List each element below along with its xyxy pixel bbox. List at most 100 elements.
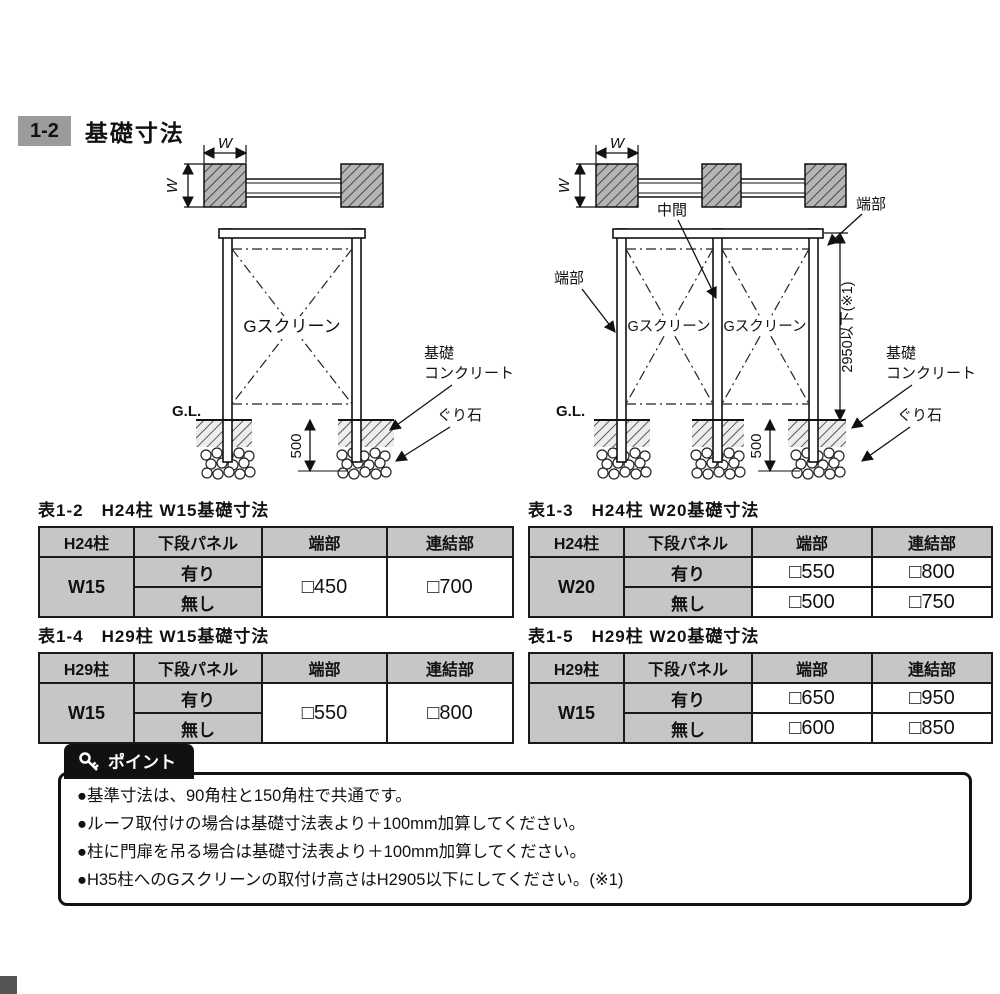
- panel-no-cell: 無し: [623, 586, 753, 618]
- panel-no-cell: 無し: [133, 712, 263, 744]
- points-box: ●基準寸法は、90角柱と150角柱で共通です。 ●ルーフ取付けの場合は基礎寸法表…: [58, 772, 972, 906]
- point-item: ●ルーフ取付けの場合は基礎寸法表より＋100mm加算してください。: [77, 815, 586, 834]
- foundation-concrete-right: [338, 420, 394, 447]
- footing-plan-left: [595, 163, 639, 208]
- diagram-double-panel: W W: [554, 135, 976, 480]
- dim-w-side: W: [556, 177, 573, 193]
- joint-value-cell: □750: [871, 586, 993, 618]
- dim-w-side: W: [164, 177, 181, 193]
- dim-depth-500: 500: [748, 433, 765, 458]
- panel-yes-cell: 有り: [133, 556, 263, 588]
- ground-level-label: G.L.: [556, 403, 585, 420]
- end-post-label-left: 端部: [554, 270, 584, 287]
- col-header: 端部: [261, 652, 388, 684]
- col-header: 端部: [261, 526, 388, 558]
- col-header: H29柱: [528, 652, 625, 684]
- col-header: H24柱: [38, 526, 135, 558]
- rubble-label: ぐり石: [897, 407, 942, 424]
- screen-label-2: Gスクリーン: [723, 318, 806, 335]
- size-cell: W20: [528, 556, 625, 618]
- col-header: H29柱: [38, 652, 135, 684]
- joint-value-cell: □800: [871, 556, 993, 588]
- screen-label-1: Gスクリーン: [627, 318, 710, 335]
- dim-w-top: W: [218, 135, 234, 152]
- foundation-concrete-label: 基礎: [886, 345, 916, 362]
- table-1-3: 表1-3 H24柱 W20基礎寸法 H24柱 下段パネル 端部 連結部 W20 …: [528, 496, 993, 618]
- svg-text:コンクリート: コンクリート: [424, 365, 514, 382]
- joint-value-cell: □700: [386, 556, 514, 618]
- panel-centerlines: [231, 248, 353, 405]
- end-value-cell: □500: [751, 586, 873, 618]
- rubble-label: ぐり石: [437, 407, 482, 424]
- footing-plan-left: [203, 163, 247, 208]
- panel-yes-cell: 有り: [133, 682, 263, 714]
- top-rail-plan: [227, 178, 355, 198]
- dim-depth-500: 500: [288, 433, 305, 458]
- post-right: [808, 228, 819, 463]
- middle-post-label: 中間: [657, 202, 687, 219]
- col-header: 端部: [751, 652, 873, 684]
- rubble-stones: [336, 447, 392, 480]
- joint-value-cell: □950: [871, 682, 993, 714]
- point-item: ●柱に門扉を吊る場合は基礎寸法表より＋100mm加算してください。: [77, 843, 587, 862]
- foundation-diagrams: W W Gスクリーン G.L.: [164, 135, 976, 480]
- page-title: 基礎寸法: [84, 120, 185, 146]
- joint-value-cell: □850: [871, 712, 993, 744]
- point-item: ●基準寸法は、90角柱と150角柱で共通です。: [77, 787, 412, 806]
- table-title: 表1-2 H24柱 W15基礎寸法: [38, 501, 270, 520]
- col-header: 端部: [751, 526, 873, 558]
- foundation-concrete-label: 基礎: [424, 345, 454, 362]
- table-title: 表1-5 H29柱 W20基礎寸法: [528, 627, 760, 646]
- footing-plan-middle: [701, 163, 742, 208]
- col-header: 下段パネル: [623, 526, 753, 558]
- joint-value-cell: □800: [386, 682, 514, 744]
- footing-plan-right: [340, 163, 384, 208]
- page-corner-mark: [0, 976, 17, 994]
- post-middle: [712, 228, 723, 463]
- points-tab: ポイント: [64, 744, 194, 779]
- top-rail: [218, 228, 366, 239]
- point-item: ●H35柱へのGスクリーンの取付け高さはH2905以下にしてください。(※1): [77, 871, 624, 890]
- col-header: H24柱: [528, 526, 625, 558]
- col-header: 下段パネル: [623, 652, 753, 684]
- section-number: 1-2: [18, 116, 71, 146]
- post-left: [616, 228, 627, 463]
- panel-no-cell: 無し: [133, 586, 263, 618]
- dim-w-top: W: [610, 135, 626, 152]
- end-value-cell: □550: [751, 556, 873, 588]
- col-header: 下段パネル: [133, 526, 263, 558]
- end-value-cell: □550: [261, 682, 388, 744]
- table-title: 表1-3 H24柱 W20基礎寸法: [528, 501, 760, 520]
- key-icon: [79, 751, 99, 771]
- post-left: [222, 228, 233, 463]
- diagram-single-panel: W W Gスクリーン G.L.: [164, 135, 514, 480]
- table-title: 表1-4 H29柱 W15基礎寸法: [38, 627, 270, 646]
- col-header: 下段パネル: [133, 652, 263, 684]
- panel-yes-cell: 有り: [623, 682, 753, 714]
- end-post-label-right: 端部: [856, 196, 886, 213]
- size-cell: W15: [528, 682, 625, 744]
- end-value-cell: □450: [261, 556, 388, 618]
- footing-plan-right: [804, 163, 847, 208]
- col-header: 連結部: [386, 526, 514, 558]
- screen-label: Gスクリーン: [243, 317, 340, 336]
- panel-no-cell: 無し: [623, 712, 753, 744]
- section-header: 1-2 基礎寸法: [18, 114, 185, 148]
- end-value-cell: □650: [751, 682, 873, 714]
- dim-height-limit: 2950以下(※1): [840, 281, 856, 372]
- col-header: 連結部: [386, 652, 514, 684]
- table-1-4: 表1-4 H29柱 W15基礎寸法 H29柱 下段パネル 端部 連結部 W15 …: [38, 622, 514, 744]
- ground-level-label: G.L.: [172, 403, 201, 420]
- points-tab-label: ポイント: [108, 753, 176, 772]
- size-cell: W15: [38, 682, 135, 744]
- size-cell: W15: [38, 556, 135, 618]
- panel-yes-cell: 有り: [623, 556, 753, 588]
- table-1-2: 表1-2 H24柱 W15基礎寸法 H24柱 下段パネル 端部 連結部 W15 …: [38, 496, 514, 618]
- post-right: [351, 228, 362, 463]
- end-value-cell: □600: [751, 712, 873, 744]
- col-header: 連結部: [871, 652, 993, 684]
- top-rail: [612, 228, 824, 239]
- svg-text:コンクリート: コンクリート: [886, 365, 976, 382]
- col-header: 連結部: [871, 526, 993, 558]
